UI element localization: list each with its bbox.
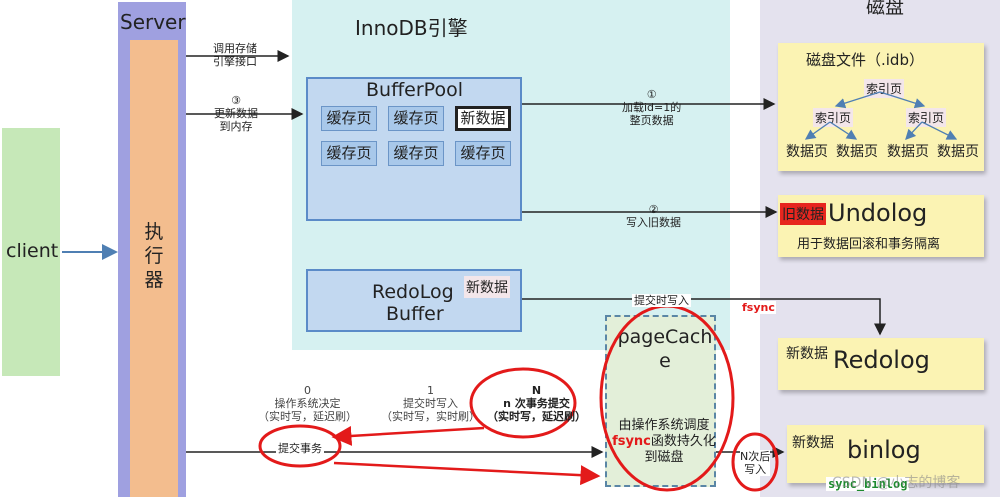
red-arrow-upper [331, 425, 485, 446]
cache-page: 缓存页 [321, 141, 377, 166]
cache-page: 缓存页 [321, 106, 377, 131]
pagecache-desc-post: 函数持久化到磁盘 [644, 434, 716, 465]
undolog-subtitle: 用于数据回滚和事务隔离 [797, 237, 941, 252]
client-label: client [6, 240, 59, 262]
pagecache-ellipse [599, 304, 735, 492]
undolog-tag: 旧数据 [780, 203, 826, 225]
redolog-buffer-tag: 新数据 [464, 276, 510, 298]
fsync-label: fsync [741, 301, 776, 314]
executor-label: 执 行 器 [144, 221, 164, 291]
innodb-title: InnoDB引擎 [355, 16, 468, 40]
policy-n: N n 次事务提交 （实时写，延迟刷） [487, 384, 586, 423]
red-arrow-lower [333, 461, 601, 486]
new-data-page: 新数据 [455, 106, 511, 131]
redolog-note [778, 338, 984, 390]
load-page-label: ① 加载id=1的 整页数据 [622, 88, 682, 127]
idb-file-note [778, 43, 984, 171]
binlog-note [787, 425, 984, 483]
executor-box: 执 行 器 [130, 40, 178, 497]
data-page: 数据页 [836, 144, 878, 160]
redolog-buffer-title-2: Buffer [386, 303, 444, 325]
update-mem-label: ③ 更新数据 到内存 [214, 94, 258, 133]
tree-edge [879, 91, 926, 109]
sync-binlog-label: sync_binlog [826, 477, 910, 491]
tree-edge [829, 121, 858, 140]
cache-page: 缓存页 [388, 106, 444, 131]
disk-title: 磁盘 [866, 0, 905, 18]
commit-write-label: 提交时写入 [632, 294, 691, 307]
pagecache-desc-pre: 由操作系统调度 [618, 418, 710, 433]
call-engine-label: 调用存储 引擎接口 [213, 42, 257, 68]
pagecache-title: pageCache [616, 325, 714, 373]
commit-txn-label: 提交事务 [276, 440, 324, 456]
pagecache-box [605, 315, 716, 487]
n-policy-ellipse [469, 367, 577, 439]
pagecache-desc-fsync: fsync [612, 434, 651, 449]
watermark: CSDN @小志的博客 [832, 475, 961, 491]
commit-ellipse [258, 424, 342, 468]
data-page: 数据页 [887, 144, 929, 160]
right-index-page: 索引页 [906, 108, 947, 127]
policy-1: 1 提交时写入 （实时写，实时刷） [381, 384, 480, 423]
cache-page: 缓存页 [388, 141, 444, 166]
client-box: client [2, 128, 60, 376]
idb-title: 磁盘文件（.idb） [806, 51, 924, 69]
binlog-title: binlog [847, 436, 921, 464]
pagecache-title-text: pageCache [617, 326, 713, 372]
tree-edge [921, 121, 958, 140]
tree-edge [834, 91, 881, 109]
cache-page: 缓存页 [455, 141, 511, 166]
redolog-title: Redolog [833, 346, 930, 374]
redolog-buffer-title-1: RedoLog [372, 281, 454, 303]
tree-edge [905, 121, 923, 140]
n-after-write-label: N次后 写入 [740, 450, 771, 476]
data-page: 数据页 [786, 144, 828, 160]
write-old-label: ② 写入旧数据 [626, 203, 681, 229]
undolog-title: Undolog [828, 199, 928, 227]
bufferpool-title: BufferPool [366, 79, 463, 101]
pagecache-desc: 由操作系统调度 fsync函数持久化到磁盘 [612, 418, 716, 466]
redolog-tag: 新数据 [786, 346, 828, 362]
binlog-tag: 新数据 [792, 435, 834, 451]
commit-write-arrow [522, 298, 886, 336]
policy-0: 0 操作系统决定 （实时写，延迟刷） [258, 384, 357, 423]
n-after-ellipse [731, 432, 779, 492]
tree-edge [804, 121, 831, 140]
left-index-page: 索引页 [813, 108, 854, 127]
server-title: Server [120, 10, 186, 34]
data-page: 数据页 [937, 144, 979, 160]
